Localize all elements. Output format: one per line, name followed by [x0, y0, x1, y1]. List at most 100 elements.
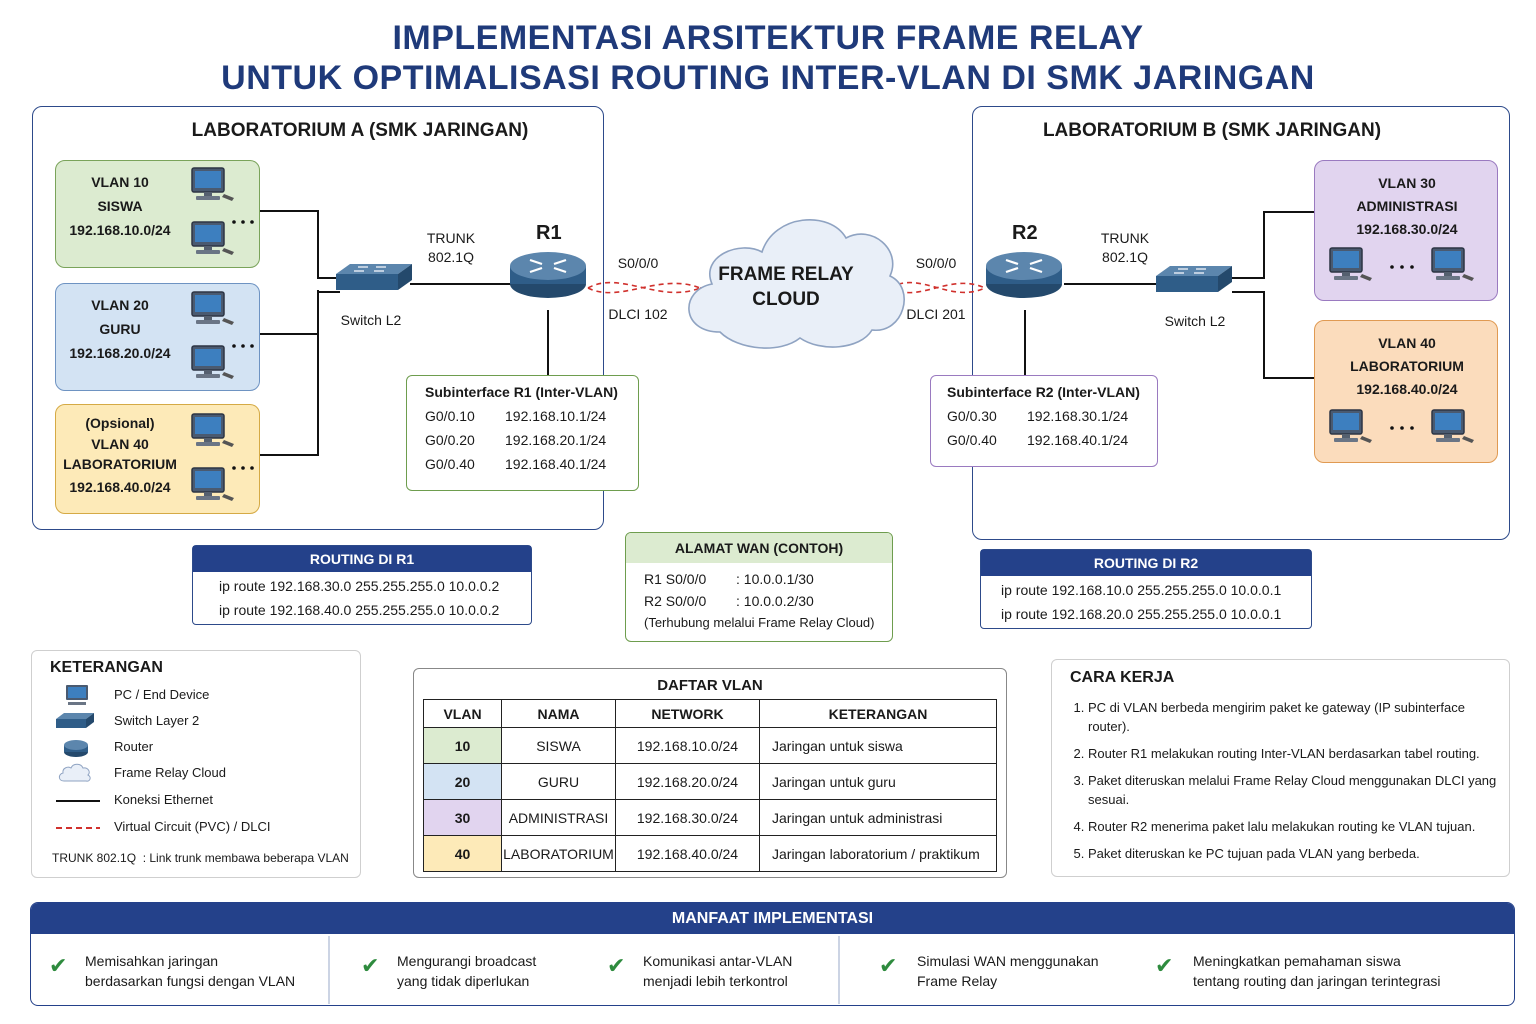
routing-r2-row: ip route 192.168.20.0 255.255.255.0 10.0…: [1001, 606, 1282, 622]
table-header-row: VLAN NAMA NETWORK KETERANGAN: [423, 699, 997, 728]
vlan-desc: SISWA: [97, 198, 143, 214]
ethernet-line-icon: [56, 800, 100, 802]
subif-name: G0/0.30: [947, 408, 997, 424]
wan-value: : 10.0.0.1/30: [736, 571, 814, 587]
frame-relay-cloud-icon: [688, 219, 905, 349]
wan-value: : 10.0.0.2/30: [736, 593, 814, 609]
legend-label: Frame Relay Cloud: [114, 765, 226, 780]
col-header: KETERANGAN: [759, 699, 997, 728]
manfaat-line-1: Memisahkan jaringan: [85, 953, 219, 969]
manfaat-line-1: Meningkatkan pemahaman siswa: [1193, 953, 1401, 969]
subif-name: G0/0.40: [947, 432, 997, 448]
lab-a-vlan-40-box: (Opsional) VLAN 40 LABORATORIUM 192.168.…: [55, 404, 260, 514]
cara-kerja-title: CARA KERJA: [1070, 669, 1175, 686]
vlan-table-panel: DAFTAR VLAN VLAN NAMA NETWORK KETERANGAN…: [413, 668, 1007, 878]
cell-ket: Jaringan untuk administrasi: [759, 799, 997, 836]
legend-label: Koneksi Ethernet: [114, 792, 214, 807]
manfaat-line-2: menjadi lebih terkontrol: [643, 973, 788, 989]
manfaat-title: MANFAAT IMPLEMENTASI: [31, 903, 1514, 934]
trunk-b-label-1: TRUNK: [1100, 230, 1150, 246]
legend-trunk-desc: : Link trunk membawa beberapa VLAN: [142, 851, 349, 865]
cell-network: 192.168.40.0/24: [615, 835, 760, 872]
subif-ip: 192.168.40.1/24: [505, 456, 607, 472]
cell-vlan: 10: [423, 727, 502, 764]
check-icon: ✔: [1155, 953, 1174, 978]
check-icon: ✔: [49, 953, 68, 978]
router-r1-name: R1: [536, 222, 562, 244]
check-icon: ✔: [361, 953, 380, 978]
manfaat-line-1: Komunikasi antar-VLAN: [643, 953, 793, 969]
routing-r1-title: ROUTING DI R1: [193, 546, 531, 572]
table-row: 20 GURU 192.168.20.0/24 Jaringan untuk g…: [423, 763, 997, 800]
table-row: 40 LABORATORIUM 192.168.40.0/24 Jaringan…: [423, 835, 997, 872]
lab-a-vlan-20-box: VLAN 20 GURU 192.168.20.0/24: [55, 283, 260, 391]
check-icon: ✔: [607, 953, 626, 978]
legend-trunk-key: TRUNK 802.1Q: [52, 851, 137, 865]
router-r2-name: R2: [1012, 222, 1038, 244]
col-header: VLAN: [423, 699, 502, 728]
vlan-name: VLAN 30: [1378, 175, 1436, 191]
col-header: NETWORK: [615, 699, 760, 728]
cara-kerja-steps: PC di VLAN berbeda mengirim paket ke gat…: [1088, 698, 1498, 871]
routing-r2-title: ROUTING DI R2: [981, 550, 1311, 576]
wan-title: ALAMAT WAN (CONTOH): [626, 533, 892, 563]
subif-ip: 192.168.10.1/24: [505, 408, 607, 424]
routing-r1-row: ip route 192.168.40.0 255.255.255.0 10.0…: [219, 602, 500, 618]
cell-network: 192.168.10.0/24: [615, 727, 760, 764]
lab-a-vlan-10-box: VLAN 10 SISWA 192.168.10.0/24: [55, 160, 260, 268]
check-icon: ✔: [879, 953, 898, 978]
link-vlan10-switch-a: [260, 210, 340, 279]
r1-serial-label: S0/0/0: [617, 255, 659, 271]
link-vlan40-switch-b: [1232, 291, 1314, 379]
vlan-name: VLAN 40: [1378, 335, 1436, 351]
router-icon: [64, 740, 88, 757]
routing-r1-box: ROUTING DI R1 ip route 192.168.30.0 255.…: [192, 545, 532, 625]
cell-ket: Jaringan laboratorium / praktikum: [759, 835, 997, 872]
step-item: Router R2 menerima paket lalu melakukan …: [1088, 817, 1498, 836]
manfaat-line-2: yang tidak diperlukan: [397, 973, 530, 989]
r1-dlci-label: DLCI 102: [608, 306, 668, 322]
cell-nama: SISWA: [501, 727, 616, 764]
subinterface-r1-title: Subinterface R1 (Inter-VLAN): [425, 384, 618, 400]
legend-label: Router: [114, 739, 154, 754]
pvc-dashed-line-icon: [56, 827, 100, 829]
step-item: PC di VLAN berbeda mengirim paket ke gat…: [1088, 698, 1498, 736]
step-item: Paket diteruskan ke PC tujuan pada VLAN …: [1088, 844, 1498, 863]
manfaat-line-2: berdasarkan fungsi dengan VLAN: [85, 973, 296, 989]
legend-title: KETERANGAN: [50, 659, 163, 676]
page-title-line-2: UNTUK OPTIMALISASI ROUTING INTER-VLAN DI…: [221, 59, 1315, 97]
cloud-label-line-1: FRAME RELAY: [718, 264, 854, 285]
subif-name: G0/0.40: [425, 456, 475, 472]
vlan-network: 192.168.40.0/24: [1356, 381, 1458, 397]
col-header: NAMA: [501, 699, 616, 728]
trunk-a-label-1: TRUNK: [426, 230, 476, 246]
r2-serial-label: S0/0/0: [915, 255, 957, 271]
legend-item: Switch Layer 2: [32, 709, 352, 735]
vlan-desc: LABORATORIUM: [63, 456, 177, 472]
manfaat-panel: MANFAAT IMPLEMENTASI ✔ Memisahkan jaring…: [30, 902, 1515, 1006]
vlan-network: 192.168.10.0/24: [69, 222, 171, 238]
cell-nama: GURU: [501, 763, 616, 800]
cell-vlan: 40: [423, 835, 502, 872]
subif-ip: 192.168.30.1/24: [1027, 408, 1129, 424]
cell-ket: Jaringan untuk guru: [759, 763, 997, 800]
lab-a-title: LABORATORIUM A (SMK JARINGAN): [191, 120, 529, 141]
cloud-icon: [58, 763, 91, 782]
pc-icon: [66, 685, 88, 705]
vlan-network: 192.168.20.0/24: [69, 345, 171, 361]
vlan-network: 192.168.30.0/24: [1356, 221, 1458, 237]
wan-address-box: ALAMAT WAN (CONTOH) R1 S0/0/0 : 10.0.0.1/…: [625, 532, 893, 642]
step-item: Router R1 melakukan routing Inter-VLAN b…: [1088, 744, 1498, 763]
routing-r1-row: ip route 192.168.30.0 255.255.255.0 10.0…: [219, 578, 500, 594]
legend-item: Koneksi Ethernet: [32, 788, 352, 814]
lab-b-title: LABORATORIUM B (SMK JARINGAN): [1042, 120, 1382, 141]
routing-r2-box: ROUTING DI R2 ip route 192.168.10.0 255.…: [980, 549, 1312, 629]
wan-key: R1 S0/0/0: [644, 571, 707, 587]
cell-ket: Jaringan untuk siswa: [759, 727, 997, 764]
subif-ip: 192.168.20.1/24: [505, 432, 607, 448]
cell-nama: LABORATORIUM: [501, 835, 616, 872]
link-vlan20-switch-a: [260, 291, 340, 335]
cell-network: 192.168.20.0/24: [615, 763, 760, 800]
